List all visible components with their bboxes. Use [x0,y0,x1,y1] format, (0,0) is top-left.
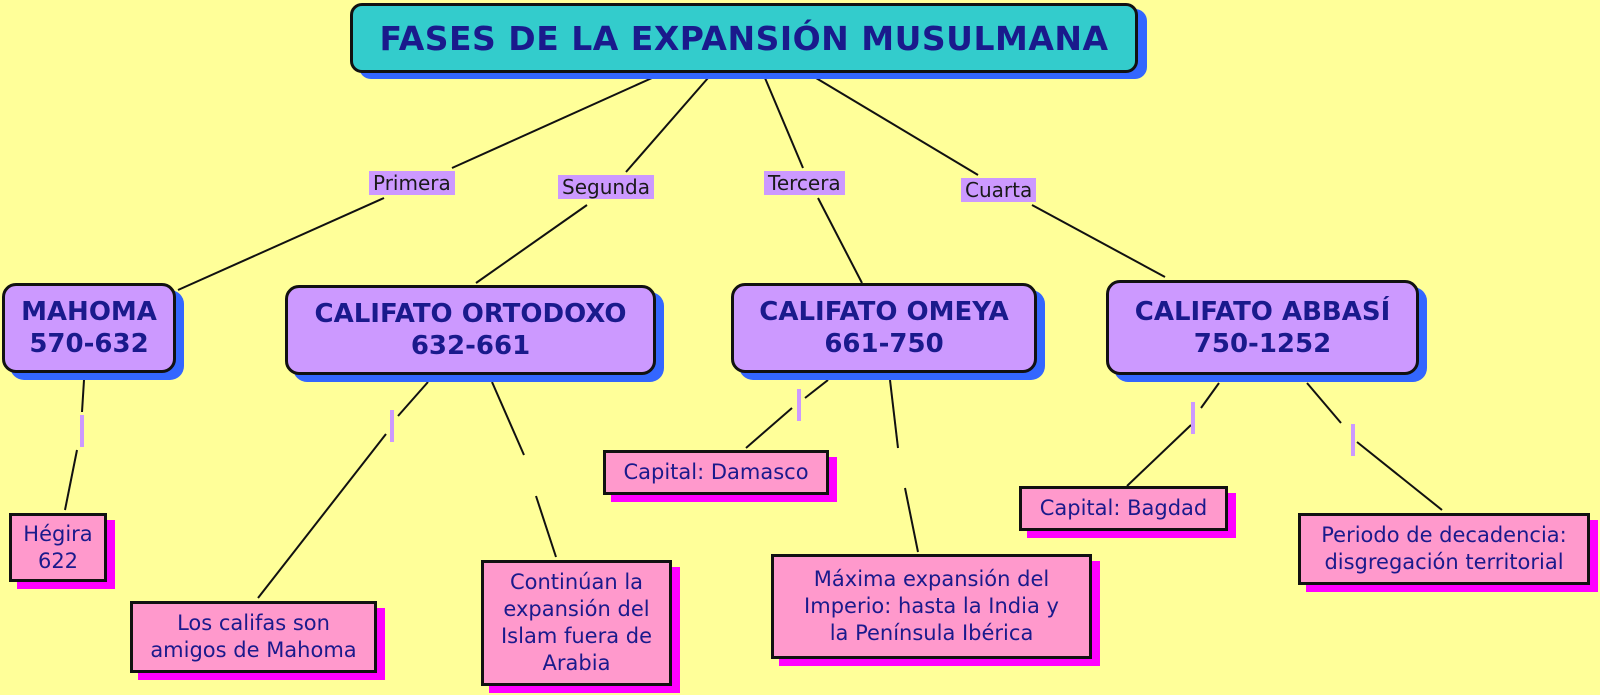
period-box-califato-ortodoxo: CALIFATO ORTODOXO 632-661 [285,285,656,375]
note-line: Capital: Damasco [623,460,809,484]
note-box-hegira: Hégira 622 [9,513,107,582]
note-box-continuan-expansion: Continúan la expansión del Islam fuera d… [481,560,672,686]
period-years: 750-1252 [1193,328,1332,359]
note-box-capital-damasco: Capital: Damasco [603,450,829,495]
note-line: Máxima expansión del [813,567,1050,591]
note-line: la Península Ibérica [829,621,1034,645]
note-box-califas-amigos: Los califas son amigos de Mahoma [130,601,377,673]
connector-tick [390,410,394,442]
note-line: Capital: Bagdad [1039,496,1208,520]
note-line: Imperio: hasta la India y [804,594,1059,618]
note-line: Arabia [542,651,611,675]
note-box-maxima-expansion: Máxima expansión del Imperio: hasta la I… [771,554,1092,659]
connector-tick [797,389,801,421]
period-name: CALIFATO ABBASÍ [1134,296,1391,327]
note-box-periodo-decadencia: Periodo de decadencia: disgregación terr… [1298,513,1590,585]
phase-label-cuarta: Cuarta [961,178,1037,202]
diagram-title: FASES DE LA EXPANSIÓN MUSULMANA [350,3,1138,73]
period-box-califato-abbasi: CALIFATO ABBASÍ 750-1252 [1106,280,1419,375]
period-years: 632-661 [410,331,531,361]
phase-label-primera: Primera [369,171,455,195]
note-line: Periodo de decadencia: [1321,523,1567,547]
period-years: 570-632 [29,329,149,359]
connector-tick [1191,402,1195,434]
phase-label-segunda: Segunda [558,175,654,199]
note-line: Islam fuera de [500,624,653,648]
period-box-califato-omeya: CALIFATO OMEYA 661-750 [731,283,1037,373]
phase-label-tercera: Tercera [764,171,845,195]
period-name: CALIFATO OMEYA [759,297,1009,327]
note-box-capital-bagdad: Capital: Bagdad [1019,486,1228,531]
period-name: CALIFATO ORTODOXO [314,299,627,329]
note-line: 622 [37,548,79,573]
note-line: amigos de Mahoma [150,638,357,662]
connector-tick [1351,424,1355,456]
note-line: disgregación territorial [1324,550,1564,574]
period-name: MAHOMA [21,297,157,327]
period-box-mahoma: MAHOMA 570-632 [2,283,176,373]
period-years: 661-750 [824,329,944,359]
note-line: expansión del [503,597,650,621]
note-line: Los califas son [177,611,330,635]
note-line: Hégira [23,521,93,546]
note-line: Continúan la [509,570,644,594]
connector-tick [80,415,84,447]
